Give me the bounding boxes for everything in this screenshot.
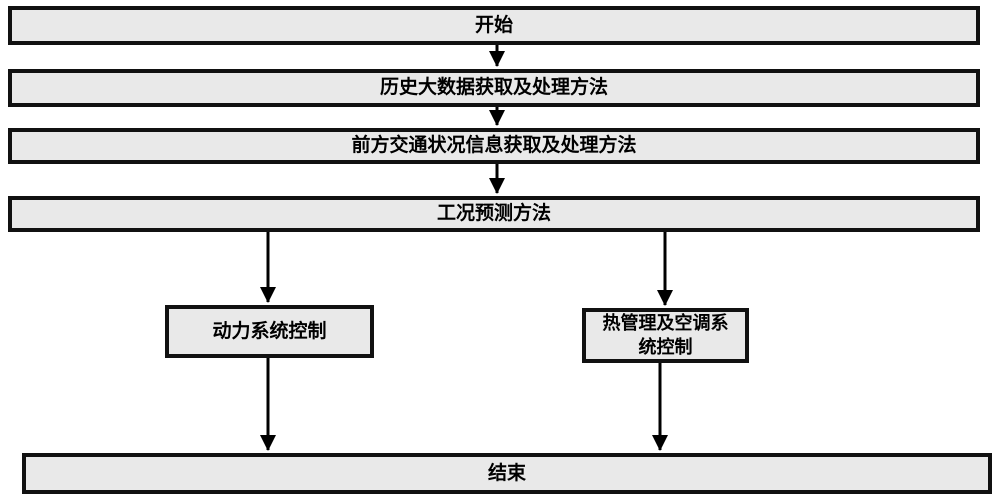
flow-node-history-data-label: 历史大数据获取及处理方法 xyxy=(379,77,608,99)
flow-node-traffic-info-label: 前方交通状况信息获取及处理方法 xyxy=(351,135,637,157)
flow-node-start: 开始 xyxy=(8,6,980,45)
flow-node-end-label: 结束 xyxy=(487,462,526,484)
flow-node-history-data: 历史大数据获取及处理方法 xyxy=(8,69,980,107)
flow-node-traffic-info: 前方交通状况信息获取及处理方法 xyxy=(8,128,980,164)
flow-node-thermal-control: 热管理及空调系 统控制 xyxy=(582,308,749,363)
flow-node-start-label: 开始 xyxy=(474,14,513,36)
flow-node-condition-prediction: 工况预测方法 xyxy=(8,196,980,232)
flow-node-end: 结束 xyxy=(22,453,992,494)
flow-node-condition-prediction-label: 工况预测方法 xyxy=(436,203,551,225)
flow-node-power-control: 动力系统控制 xyxy=(165,305,374,358)
flow-node-power-control-label: 动力系统控制 xyxy=(212,320,327,342)
flow-node-thermal-control-label-line2: 统控制 xyxy=(638,336,693,357)
flow-node-thermal-control-label-line1: 热管理及空调系 xyxy=(602,313,729,334)
